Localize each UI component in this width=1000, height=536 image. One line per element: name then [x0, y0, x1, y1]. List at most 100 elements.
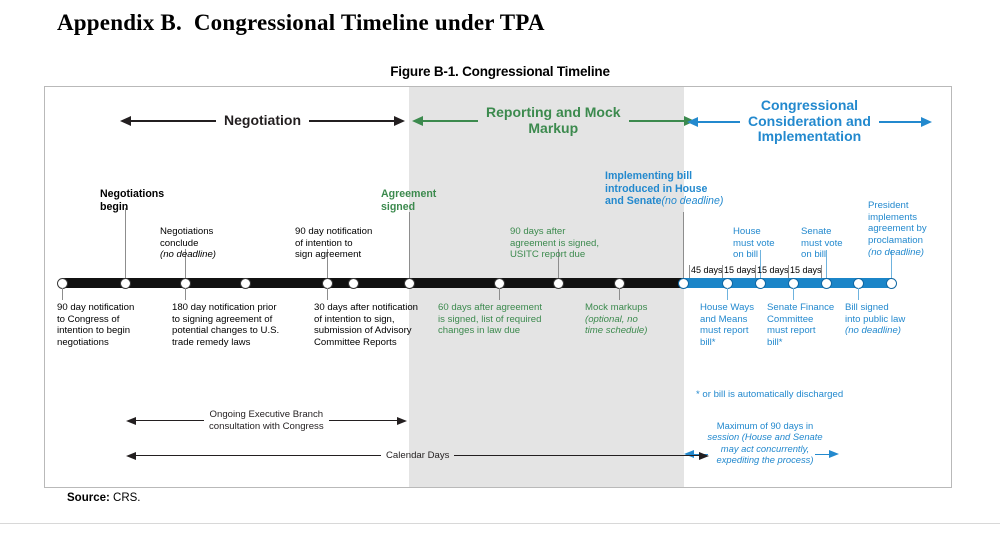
- max-days-line-4: expediting the process): [716, 453, 814, 465]
- timeline-node: [614, 277, 625, 289]
- connector-stem: [619, 288, 620, 300]
- callout-negotiations-conclude: Negotiations conclude (no deadline): [160, 226, 217, 261]
- max-days-arrow-right: [815, 450, 839, 458]
- connector-stem: [858, 288, 859, 300]
- connector-stem: [327, 249, 328, 278]
- callout-bill-signed: Bill signed into public law (no deadline…: [845, 302, 906, 337]
- arrow-right-icon: [920, 116, 932, 127]
- figure-caption: Figure B-1. Congressional Timeline: [390, 64, 610, 79]
- page-title: Appendix B. Congressional Timeline under…: [57, 10, 545, 35]
- timeline-node-blue: [788, 277, 799, 289]
- rule: [628, 119, 684, 122]
- callout-30-days-after: 30 days after notification of intention …: [314, 302, 418, 349]
- timeline-node: [240, 277, 251, 289]
- italic-note: (optional, no time schedule): [585, 313, 648, 337]
- connector-stem: [185, 249, 186, 278]
- arrow-right-icon: [396, 416, 407, 425]
- page-bottom-rule: [0, 523, 1000, 524]
- timeline-node: [494, 277, 505, 289]
- rule: [131, 119, 216, 122]
- connector-stem: [327, 288, 328, 300]
- rule: [878, 120, 921, 123]
- callout-house-vote: House must vote on bill: [733, 226, 775, 261]
- arrow-left-icon: [126, 451, 136, 460]
- day-tick: [722, 265, 723, 278]
- measure-ongoing-consultation: Ongoing Executive Branch consultation wi…: [126, 409, 407, 432]
- callout-60-days-after: 60 days after agreement is signed, list …: [438, 302, 542, 337]
- connector-stem: [499, 288, 500, 300]
- timeline-node: [553, 277, 564, 289]
- max-days-annotation: Maximum of 90 days in session (House and…: [690, 420, 840, 465]
- source-label: Source:: [67, 492, 110, 504]
- measure-calendar-days: Calendar Days: [126, 450, 710, 462]
- max-days-line-2: session (House and Senate: [707, 431, 823, 443]
- footnote-discharge: * or bill is automatically discharged: [696, 389, 844, 400]
- connector-stem: [826, 250, 827, 278]
- timeline-node: [404, 277, 415, 289]
- callout-senate-finance: Senate Finance Committee must report bil…: [767, 302, 835, 349]
- timeline-node: [322, 277, 333, 289]
- day-tick: [821, 265, 822, 278]
- arrow-right-icon: [699, 451, 710, 460]
- connector-stem: [62, 288, 63, 300]
- rule: [328, 420, 397, 421]
- connector-stem: [727, 288, 728, 300]
- callout-president-implements: President implements agreement by procla…: [868, 200, 927, 258]
- connector-stem: [683, 212, 684, 278]
- connector-stem: [185, 288, 186, 300]
- arrow-right-icon: [394, 115, 405, 126]
- timeline-node: [348, 277, 359, 289]
- phase-label-reporting: Reporting and Mock Markup: [486, 104, 621, 136]
- timeline-node: [180, 277, 191, 289]
- callout-negotiations-begin: Negotiations begin: [100, 188, 165, 213]
- day-label-15-c: 15 days: [790, 265, 822, 275]
- timeline-bar-blue: [683, 278, 892, 288]
- timeline-node: [57, 277, 68, 289]
- arrow-left-icon: [126, 416, 136, 425]
- callout-mock-markups: Mock markups (optional, no time schedule…: [585, 302, 648, 337]
- day-tick: [689, 265, 690, 278]
- arrow-right-icon: [829, 450, 839, 458]
- day-label-45: 45 days: [691, 265, 723, 275]
- italic-note: (no deadline): [868, 246, 925, 258]
- italic-note: (no deadline): [160, 249, 217, 261]
- source-line: Source: CRS.: [67, 492, 141, 504]
- timeline-node: [120, 277, 131, 289]
- day-label-15-a: 15 days: [724, 265, 756, 275]
- connector-stem: [891, 250, 892, 278]
- rule: [136, 420, 204, 421]
- measure-label-ongoing: Ongoing Executive Branch consultation wi…: [209, 409, 324, 432]
- callout-180-day-notification: 180 day notification prior to signing ag…: [172, 302, 280, 349]
- connector-stem: [409, 212, 410, 278]
- arrow-left-icon: [687, 116, 698, 127]
- timeline-node-blue: [853, 277, 864, 289]
- callout-usitc-report: 90 days after agreement is signed, USITC…: [510, 226, 600, 261]
- rule: [815, 453, 829, 455]
- callout-senate-vote: Senate must vote on bill: [801, 226, 843, 261]
- max-days-line-1: Maximum of 90 days in: [716, 420, 814, 431]
- timeline-node-blue: [821, 277, 832, 289]
- arrow-left-icon: [412, 115, 423, 126]
- phase-label-congressional: Congressional Consideration and Implemen…: [748, 97, 871, 145]
- arrow-left-icon: [684, 450, 694, 458]
- connector-stem: [558, 249, 559, 278]
- rule: [698, 120, 740, 123]
- timeline-node-blue: [722, 277, 733, 289]
- rule: [454, 455, 700, 457]
- callout-90-day-notification-sign: 90 day notification of intention to sign…: [295, 226, 373, 261]
- arrow-left-icon: [120, 115, 131, 126]
- day-tick: [788, 265, 789, 278]
- phase-header-congressional: Congressional Consideration and Implemen…: [687, 97, 932, 145]
- phase-label-negotiation: Negotiation: [224, 112, 301, 128]
- rule: [309, 119, 394, 122]
- timeline-bar-black: [62, 278, 683, 288]
- phase-header-negotiation: Negotiation: [120, 112, 405, 129]
- source-value: CRS.: [113, 492, 141, 504]
- rule: [136, 455, 381, 457]
- callout-house-ways-means: House Ways and Means must report bill*: [700, 302, 755, 349]
- rule: [423, 119, 478, 122]
- connector-stem: [760, 250, 761, 278]
- timeline-node-blue: [678, 277, 689, 289]
- callout-implementing-bill: Implementing bill introduced in House an…: [605, 170, 724, 208]
